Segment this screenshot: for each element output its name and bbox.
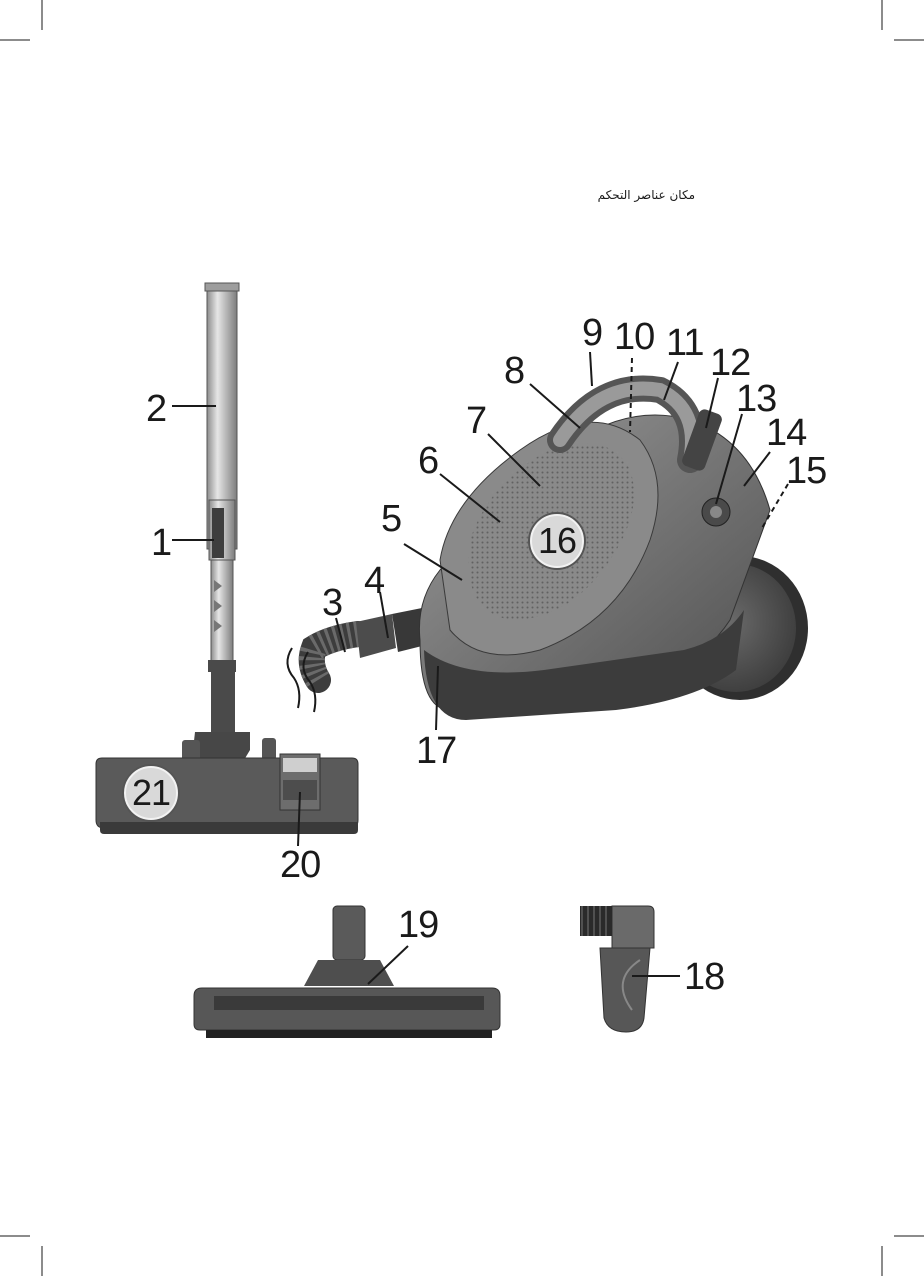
callout-10: 10: [614, 318, 654, 356]
callout-4: 4: [364, 562, 384, 600]
callout-5: 5: [381, 500, 401, 538]
callout-1: 1: [151, 524, 171, 562]
callout-18: 18: [684, 958, 724, 996]
callout-12: 12: [710, 344, 750, 382]
callout-16: 16: [530, 514, 584, 568]
crevice-brush-tool: [580, 906, 654, 1032]
callout-3: 3: [322, 584, 342, 622]
callout-7: 7: [466, 402, 486, 440]
callout-14: 14: [766, 414, 806, 452]
callout-2: 2: [146, 390, 166, 428]
callout-15: 15: [786, 452, 826, 490]
telescopic-tube: [205, 283, 239, 732]
hose: [287, 608, 430, 712]
callout-19: 19: [398, 906, 438, 944]
page-title: مكان عناصر التحكم: [560, 188, 695, 202]
callout-9: 9: [582, 314, 602, 352]
callout-21: 21: [124, 766, 178, 820]
callout-17: 17: [416, 732, 456, 770]
callout-8: 8: [504, 352, 524, 390]
callout-20: 20: [280, 846, 320, 884]
callout-6: 6: [418, 442, 438, 480]
callout-11: 11: [666, 324, 703, 362]
parquet-brush: [194, 906, 500, 1038]
